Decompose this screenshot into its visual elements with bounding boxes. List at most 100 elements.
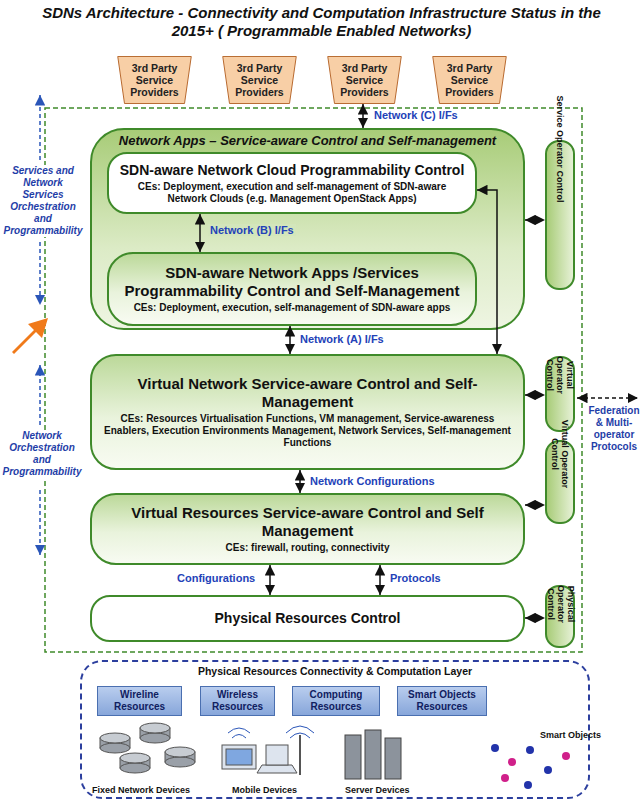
connector <box>269 565 271 595</box>
router-top <box>120 753 150 763</box>
orange-arrow <box>12 318 48 354</box>
node-heading: Smart Objects Resources <box>401 689 483 713</box>
wifi-waves <box>228 728 250 738</box>
connector <box>362 104 364 128</box>
node-heading: Wireless Resources <box>204 689 271 713</box>
orchestration-arrows <box>40 95 638 555</box>
federation-label: Federation & Multi-operator Protocols <box>586 405 642 453</box>
smart-object <box>501 774 509 782</box>
node-heading: Network Apps – Service-aware Control and… <box>92 130 523 149</box>
control-box: SDN-aware Network Apps /Services Program… <box>107 252 477 326</box>
router-base <box>120 763 150 773</box>
smart-objects <box>491 744 570 789</box>
smart-object <box>526 746 534 754</box>
server-devices <box>345 730 401 779</box>
edge-label: Network (B) I/Fs <box>208 224 296 236</box>
edge-label: Network Configurations <box>308 475 437 487</box>
connector <box>379 565 381 595</box>
smart-object <box>508 758 516 766</box>
node-body: CEs: firewall, routing, connectivity <box>104 542 511 554</box>
node-heading: Computing Resources <box>296 689 376 713</box>
node-heading: Service Operator Control <box>555 78 565 220</box>
router-base <box>140 733 170 743</box>
node-heading: 3rd Party Service Providers <box>231 62 288 98</box>
operator-control-box: Service Operator Control <box>545 140 575 290</box>
connector <box>525 504 545 506</box>
resource-box: Wireless Resources <box>200 686 275 716</box>
mobile-devices <box>222 726 314 775</box>
laptop-screen <box>266 745 288 765</box>
monitor <box>222 745 256 769</box>
diagram-title: SDNs Architecture - Connectivity and Com… <box>30 4 613 40</box>
node-heading: Virtual Operator Control <box>545 341 575 409</box>
router-base <box>165 757 195 767</box>
device-label: Server Devices <box>345 785 410 795</box>
node-heading: Virtual Resources Service-aware Control … <box>104 504 511 540</box>
provider-trapezoid: 3rd Party Service Providers <box>117 56 192 104</box>
fixed-network-devices <box>100 723 195 773</box>
orchestration-arrow <box>39 95 41 160</box>
connector <box>525 219 545 221</box>
provider-trapezoid: 3rd Party Service Providers <box>432 56 507 104</box>
edge-label: Network (A) I/Fs <box>298 333 386 345</box>
device-label: Smart Objects <box>540 730 601 740</box>
screen <box>226 749 252 765</box>
federation-arrow <box>577 397 638 399</box>
orchestration-arrow <box>39 490 41 555</box>
resource-box: Wireline Resources <box>97 686 182 716</box>
node-body: CEs: Resources Virtualisation Functions,… <box>104 413 511 449</box>
orchestration-arrow <box>39 365 41 425</box>
node-heading: Physical Operator Control <box>545 577 575 632</box>
server <box>345 735 361 779</box>
connector <box>299 470 301 493</box>
router-base <box>100 743 130 753</box>
resource-box: Computing Resources <box>292 686 380 716</box>
connector <box>525 394 545 396</box>
orchestration-arrow <box>39 242 41 305</box>
edge-label: Protocols <box>388 572 443 584</box>
smart-object <box>544 766 552 774</box>
node-heading: Virtual Network Service-aware Control an… <box>104 375 511 411</box>
server <box>365 730 381 779</box>
node-heading: Virtual Operator Control <box>550 416 570 492</box>
device-label: Mobile Devices <box>232 785 297 795</box>
physical-layer-region: Physical Resources Connectivity & Comput… <box>80 660 590 799</box>
node-heading: SDN-aware Network Apps /Services Program… <box>121 264 463 300</box>
smart-object <box>562 752 570 760</box>
node-body: CEs: Deployment, execution, self-managem… <box>121 302 463 314</box>
node-heading: 3rd Party Service Providers <box>441 62 498 98</box>
smart-object <box>491 744 499 752</box>
connector <box>289 326 291 354</box>
resource-box: Smart Objects Resources <box>397 686 487 716</box>
node-heading: Physical Resources Control <box>100 610 515 627</box>
side-label: Network Orchestration and Programmabilit… <box>2 430 82 478</box>
network-boundary <box>45 108 582 652</box>
provider-trapezoid: 3rd Party Service Providers <box>222 56 297 104</box>
wifi-waves <box>286 726 314 738</box>
control-box: SDN-aware Network Cloud Programmability … <box>107 152 477 214</box>
smart-object <box>524 781 532 789</box>
trapezoid-shape <box>223 56 297 103</box>
server <box>385 738 401 779</box>
operator-control-box: Physical Operator Control <box>545 585 575 648</box>
connector <box>525 617 545 619</box>
operator-control-box: Virtual Operator Control <box>545 440 575 524</box>
trapezoid-shape <box>433 56 507 103</box>
layer-band: Network Apps – Service-aware Control and… <box>90 128 525 330</box>
control-box: Physical Resources Control <box>90 595 525 642</box>
router-top <box>100 733 130 743</box>
node-heading: 3rd Party Service Providers <box>336 62 393 98</box>
control-box: Virtual Resources Service-aware Control … <box>90 493 525 565</box>
node-heading: Wireline Resources <box>101 689 178 713</box>
node-heading: Physical Resources Connectivity & Comput… <box>82 662 588 677</box>
connector <box>477 190 497 354</box>
node-heading: 3rd Party Service Providers <box>126 62 183 98</box>
laptop <box>257 765 297 773</box>
trapezoid-shape <box>118 56 192 103</box>
edge-label: Network (C) I/Fs <box>372 109 460 121</box>
provider-trapezoid: 3rd Party Service Providers <box>327 56 402 104</box>
node-body: CEs: Deployment, execution and self-mana… <box>117 181 467 205</box>
antenna <box>299 735 301 775</box>
node-heading: SDN-aware Network Cloud Programmability … <box>117 162 467 179</box>
